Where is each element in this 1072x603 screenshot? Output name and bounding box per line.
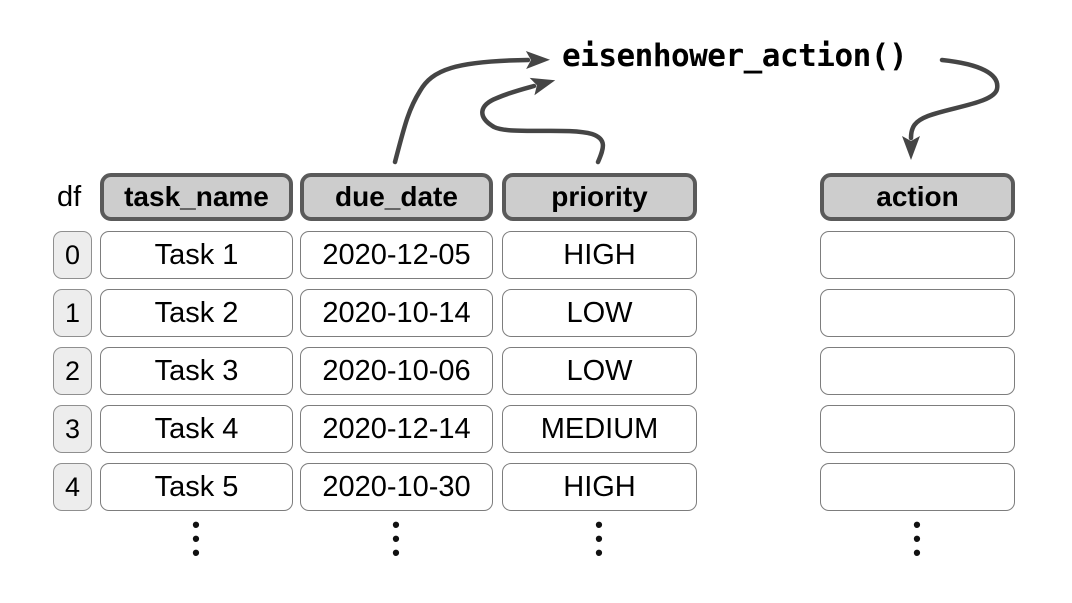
priority-cell: LOW [502, 289, 697, 337]
function-label: eisenhower_action() [562, 38, 908, 74]
column-header-task-name: task_name [100, 173, 293, 221]
column-header-priority: priority [502, 173, 697, 221]
action-cell [820, 405, 1015, 453]
due-date-cell: 2020-12-05 [300, 231, 493, 279]
task-name-cell: Task 3 [100, 347, 293, 395]
due-date-cell: 2020-10-14 [300, 289, 493, 337]
index-cell: 3 [53, 405, 92, 453]
arrow-function-to-action [902, 57, 1000, 160]
due-date-cell: 2020-10-30 [300, 463, 493, 511]
action-cell [820, 289, 1015, 337]
arrow-priority-to-function [480, 77, 606, 165]
priority-cell: HIGH [502, 463, 697, 511]
priority-cell: MEDIUM [502, 405, 697, 453]
dataframe-label: df [57, 181, 82, 213]
due-date-cell: 2020-10-06 [300, 347, 493, 395]
more-rows-ellipsis-task-name: • • • [192, 512, 200, 565]
task-name-cell: Task 1 [100, 231, 293, 279]
action-cell [820, 231, 1015, 279]
index-cell: 2 [53, 347, 92, 395]
index-cell: 1 [53, 289, 92, 337]
more-rows-ellipsis-action: • • • [913, 512, 921, 565]
priority-cell: HIGH [502, 231, 697, 279]
priority-cell: LOW [502, 347, 697, 395]
task-name-cell: Task 5 [100, 463, 293, 511]
column-header-due-date: due_date [300, 173, 493, 221]
arrow-due-date-to-function [392, 51, 550, 165]
more-rows-ellipsis-priority: • • • [595, 512, 603, 565]
task-name-cell: Task 4 [100, 405, 293, 453]
index-cell: 0 [53, 231, 92, 279]
column-header-action: action [820, 173, 1015, 221]
due-date-cell: 2020-12-14 [300, 405, 493, 453]
more-rows-ellipsis-due-date: • • • [392, 512, 400, 565]
index-cell: 4 [53, 463, 92, 511]
action-cell [820, 347, 1015, 395]
action-cell [820, 463, 1015, 511]
task-name-cell: Task 2 [100, 289, 293, 337]
